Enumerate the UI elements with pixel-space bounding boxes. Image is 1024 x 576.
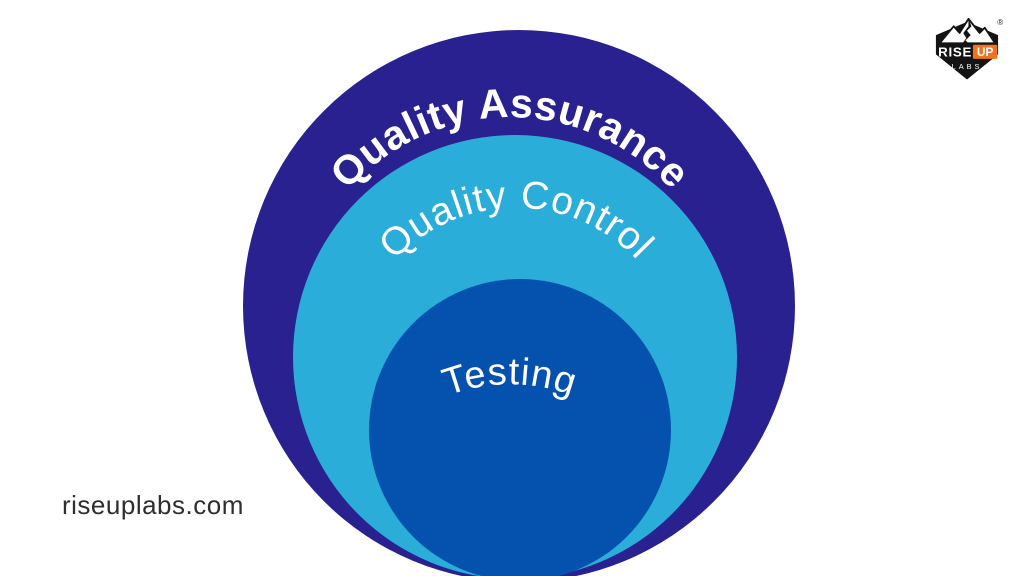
logo-up-box [972,44,998,59]
mountain-shadow-icon [962,18,972,44]
registered-mark: ® [997,18,1003,27]
logo-word-labs: LABS [952,62,983,71]
logo-word-rise: RISE [938,45,972,60]
website-text: riseuplabs.com [62,490,244,520]
riseuplabs-logo-graphic: RISE UP LABS ® [935,17,1003,80]
mountain-icon [938,17,997,45]
testing-circle [369,279,671,576]
riseuplabs-logo: RISE UP LABS ® [928,10,1006,84]
logo-word-up: UP [977,45,994,59]
